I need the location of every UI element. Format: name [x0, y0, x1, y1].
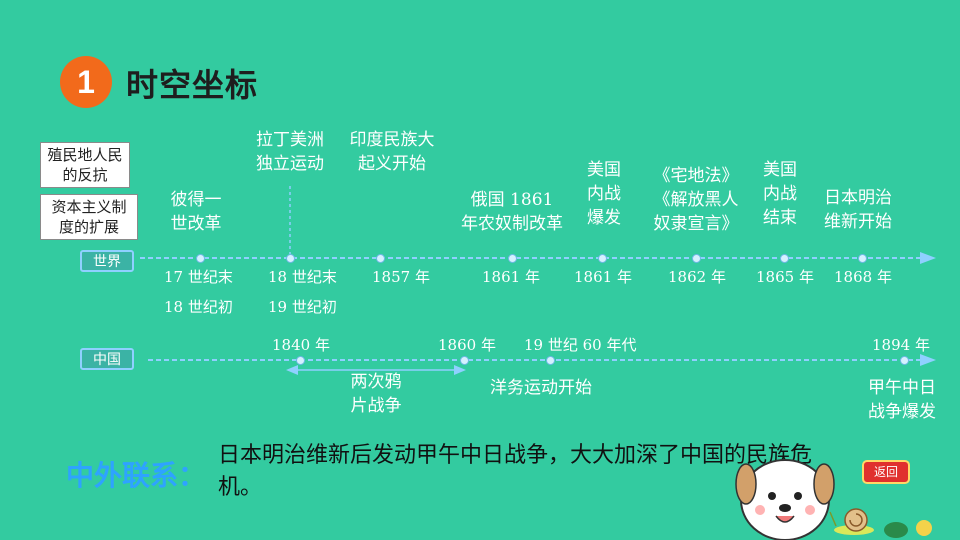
event-westernization-movement: 洋务运动开始 — [490, 378, 592, 398]
world-year: 19 世纪初 — [268, 298, 337, 316]
world-tick — [196, 254, 205, 263]
china-year: 1860 年 — [438, 336, 496, 354]
world-timeline-tag: 世界 — [80, 250, 134, 272]
legend-colonial-resistance: 殖民地人民的反抗 — [40, 142, 130, 188]
china-tick — [900, 356, 909, 365]
event-russia-serf-reform: 俄国 1861 年农奴制改革 — [461, 190, 563, 234]
china-year: 1894 年 — [872, 336, 930, 354]
back-button[interactable]: 返回 — [862, 460, 910, 484]
china-year: 19 世纪 60 年代 — [524, 336, 637, 354]
world-year: 1868 年 — [834, 268, 892, 286]
china-timeline-tag: 中国 — [80, 348, 134, 370]
legend-capitalism-expansion: 资本主义制度的扩展 — [40, 194, 138, 240]
snail-icon — [829, 508, 874, 535]
world-tick — [508, 254, 517, 263]
event-us-civil-war-end: 美国内战结束 — [763, 160, 797, 228]
event-us-civil-war-start: 美国内战爆发 — [587, 160, 621, 228]
world-tick — [286, 254, 295, 263]
world-tick — [598, 254, 607, 263]
world-tick — [376, 254, 385, 263]
world-year: 1857 年 — [372, 268, 430, 286]
cartoon-dog-icon — [735, 459, 835, 540]
world-tick — [780, 254, 789, 263]
china-tick — [296, 356, 305, 365]
world-year: 1865 年 — [756, 268, 814, 286]
world-year: 17 世纪末 — [164, 268, 233, 286]
world-tick — [858, 254, 867, 263]
page-title: 时空坐标 — [126, 66, 259, 104]
event-latin-america-independence: 拉丁美洲独立运动 — [256, 130, 324, 174]
event-meiji-restoration: 日本明治维新开始 — [824, 188, 892, 232]
world-year: 1862 年 — [668, 268, 726, 286]
connection-text: 日本明治维新后发动甲午中日战争，大大加深了中国的民族危机。 — [218, 443, 813, 500]
china-tick — [460, 356, 469, 365]
decoration-icon — [884, 520, 932, 538]
world-tick — [692, 254, 701, 263]
event-india-uprising: 印度民族大起义开始 — [349, 130, 435, 174]
china-year: 1840 年 — [272, 336, 330, 354]
world-year: 1861 年 — [574, 268, 632, 286]
china-tick — [546, 356, 555, 365]
world-year: 1861 年 — [482, 268, 540, 286]
event-peter-reform: 彼得一世改革 — [170, 190, 222, 234]
event-homestead-emancipation: 《宅地法》《解放黑人奴隶宣言》 — [653, 166, 739, 234]
event-sino-japanese-war: 甲午中日战争爆发 — [868, 378, 936, 422]
event-opium-wars: 两次鸦片战争 — [350, 372, 402, 416]
section-number-badge: 1 — [60, 56, 112, 108]
world-year: 18 世纪末 — [268, 268, 337, 286]
world-year: 18 世纪初 — [164, 298, 233, 316]
connection-label: 中外联系： — [66, 459, 207, 492]
